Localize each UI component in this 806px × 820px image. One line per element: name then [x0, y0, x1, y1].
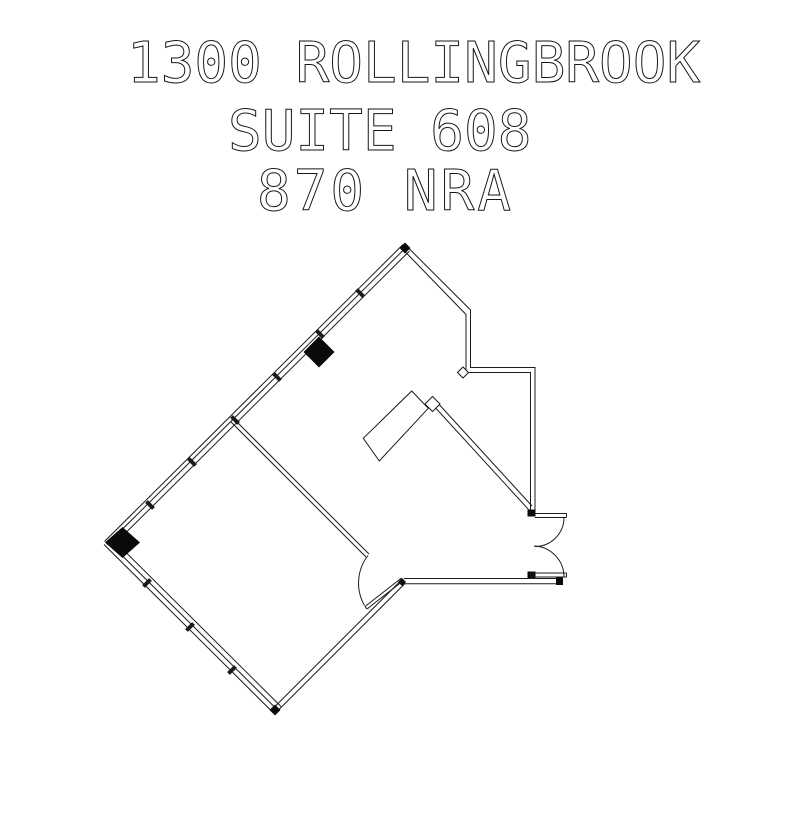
title-block: 1300 ROLLINGBROOK SUITE 608 870 NRA — [127, 31, 701, 225]
mullion-tick — [185, 622, 195, 632]
address-line: 1300 ROLLINGBROOK — [127, 31, 700, 96]
ne-step-east-wall — [401, 244, 536, 511]
interior-partition-wall — [230, 418, 370, 558]
column-nw-wall — [303, 336, 335, 368]
suite-line: SUITE 608 — [228, 99, 531, 164]
se-wall — [269, 578, 406, 716]
wall-end-post — [424, 395, 441, 413]
step-corner-marker — [456, 366, 470, 379]
lower-hinge-cap — [527, 571, 536, 578]
bottom-wall — [403, 577, 563, 585]
column-west-corner — [105, 527, 140, 558]
mullion-tick — [187, 457, 197, 467]
interior-diagonal-wall — [424, 395, 533, 510]
partition-door — [358, 555, 404, 610]
lower-door-swing-arc — [533, 545, 565, 578]
lower-door-leaf — [530, 572, 567, 579]
mullion-tick — [145, 500, 155, 510]
door-leaf — [364, 577, 404, 610]
apex-cap — [399, 242, 411, 254]
mullion-tick — [142, 578, 152, 588]
structural-columns — [105, 242, 411, 558]
desk — [362, 390, 429, 462]
mullion-tick — [315, 329, 325, 339]
entry-double-door — [527, 509, 567, 579]
suite-outline — [103, 244, 563, 716]
mullion-tick — [272, 372, 282, 382]
area-line: 870 NRA — [257, 159, 514, 224]
upper-door-swing-arc — [534, 517, 565, 547]
sw-window-wall — [103, 537, 282, 714]
corner-tick — [269, 704, 281, 716]
furniture — [362, 390, 429, 462]
nw-window-wall — [104, 244, 410, 548]
wall-end-cap — [556, 577, 563, 585]
upper-door-leaf — [535, 513, 567, 518]
door-swing-arc — [358, 555, 369, 606]
mullion-tick — [355, 288, 365, 298]
upper-hinge-cap — [527, 509, 536, 517]
mullion-tick — [227, 665, 237, 675]
